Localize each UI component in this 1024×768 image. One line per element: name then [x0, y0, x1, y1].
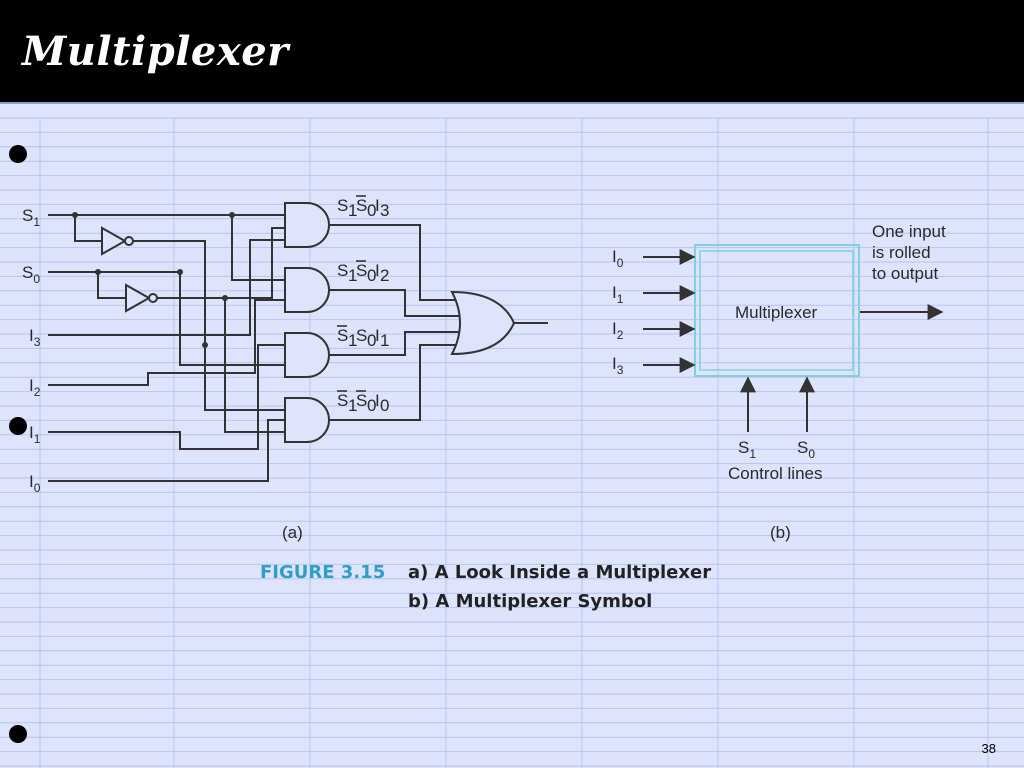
term-1-symbol: I — [375, 196, 380, 215]
or-gate — [450, 290, 516, 356]
and-gate-2 — [284, 267, 330, 313]
junction-dots — [72, 212, 235, 348]
label-i0: I0 — [29, 472, 41, 495]
bullet-dot-1 — [9, 145, 27, 163]
term-4-subscript: 1 — [348, 396, 357, 415]
input-labels-a: S1 S0 I3 I2 I1 I0 — [22, 206, 41, 495]
select-label-s0: S0 — [797, 438, 815, 461]
output-note-line-2: is rolled — [872, 243, 931, 262]
term-2-subscript: 0 — [367, 266, 376, 285]
bullet-dot-3 — [9, 725, 27, 743]
mux-symbol-box-outer — [694, 244, 860, 377]
term-2-subscript: 2 — [380, 266, 389, 285]
slide-title: Multiplexer — [22, 28, 289, 75]
figure-label: FIGURE 3.15 — [260, 562, 386, 583]
control-lines-label: Control lines — [728, 464, 823, 483]
term-1-subscript: 3 — [380, 201, 389, 220]
output-note-line-1: One input — [872, 222, 946, 241]
term-4-subscript: 0 — [380, 396, 389, 415]
bullet-dot-2 — [9, 417, 27, 435]
term-4-subscript: 0 — [367, 396, 376, 415]
term-3-symbol: S — [356, 326, 367, 345]
panel-a-tag: (a) — [282, 523, 303, 542]
title-bar: Multiplexer — [0, 0, 1024, 104]
term-1-symbol: S — [356, 196, 367, 215]
mux-input-labels: I0 I1 I2 I3 — [612, 247, 624, 377]
mux-input-i3: I3 — [612, 354, 624, 377]
output-note: One input is rolled to output — [872, 222, 946, 283]
not-gate-s0 — [125, 283, 158, 313]
term-3-symbol: I — [375, 326, 380, 345]
mux-input-i0: I0 — [612, 247, 624, 270]
mux-input-i2: I2 — [612, 319, 624, 342]
and-gate-1 — [284, 202, 330, 248]
circuit-wires — [48, 214, 548, 482]
output-note-line-3: to output — [872, 264, 938, 283]
mux-input-i1: I1 — [612, 283, 624, 306]
term-2-symbol: I — [375, 261, 380, 280]
not-gate-s1 — [101, 226, 134, 256]
term-1-symbol: S — [337, 196, 348, 215]
select-label-s1: S1 — [738, 438, 756, 461]
term-3-subscript: 1 — [348, 331, 357, 350]
term-2-symbol: S — [337, 261, 348, 280]
term-2-subscript: 1 — [348, 266, 357, 285]
term-3-symbol: S — [337, 326, 348, 345]
select-arrows — [740, 376, 815, 432]
page-number: 38 — [981, 741, 996, 756]
term-3-subscript: 1 — [380, 331, 389, 350]
and-gate-3 — [284, 332, 330, 378]
term-1-subscript: 0 — [367, 201, 376, 220]
figure-caption-b: b) A Multiplexer Symbol — [408, 591, 653, 612]
label-i3: I3 — [29, 326, 41, 349]
label-i2: I2 — [29, 376, 41, 399]
term-4-symbol: S — [337, 391, 348, 410]
label-s0: S0 — [22, 263, 40, 286]
term-4-symbol: S — [356, 391, 367, 410]
term-3-subscript: 0 — [367, 331, 376, 350]
term-4-symbol: I — [375, 391, 380, 410]
term-1-subscript: 1 — [348, 201, 357, 220]
mux-symbol-box — [699, 250, 854, 371]
figure-caption-a: a) A Look Inside a Multiplexer — [408, 562, 712, 583]
label-s1: S1 — [22, 206, 40, 229]
and-gate-4 — [284, 397, 330, 443]
mux-box-label: Multiplexer — [735, 303, 818, 322]
term-2-symbol: S — [356, 261, 367, 280]
panel-b-tag: (b) — [770, 523, 791, 542]
label-i1: I1 — [29, 423, 41, 446]
mux-input-arrows — [643, 249, 696, 373]
